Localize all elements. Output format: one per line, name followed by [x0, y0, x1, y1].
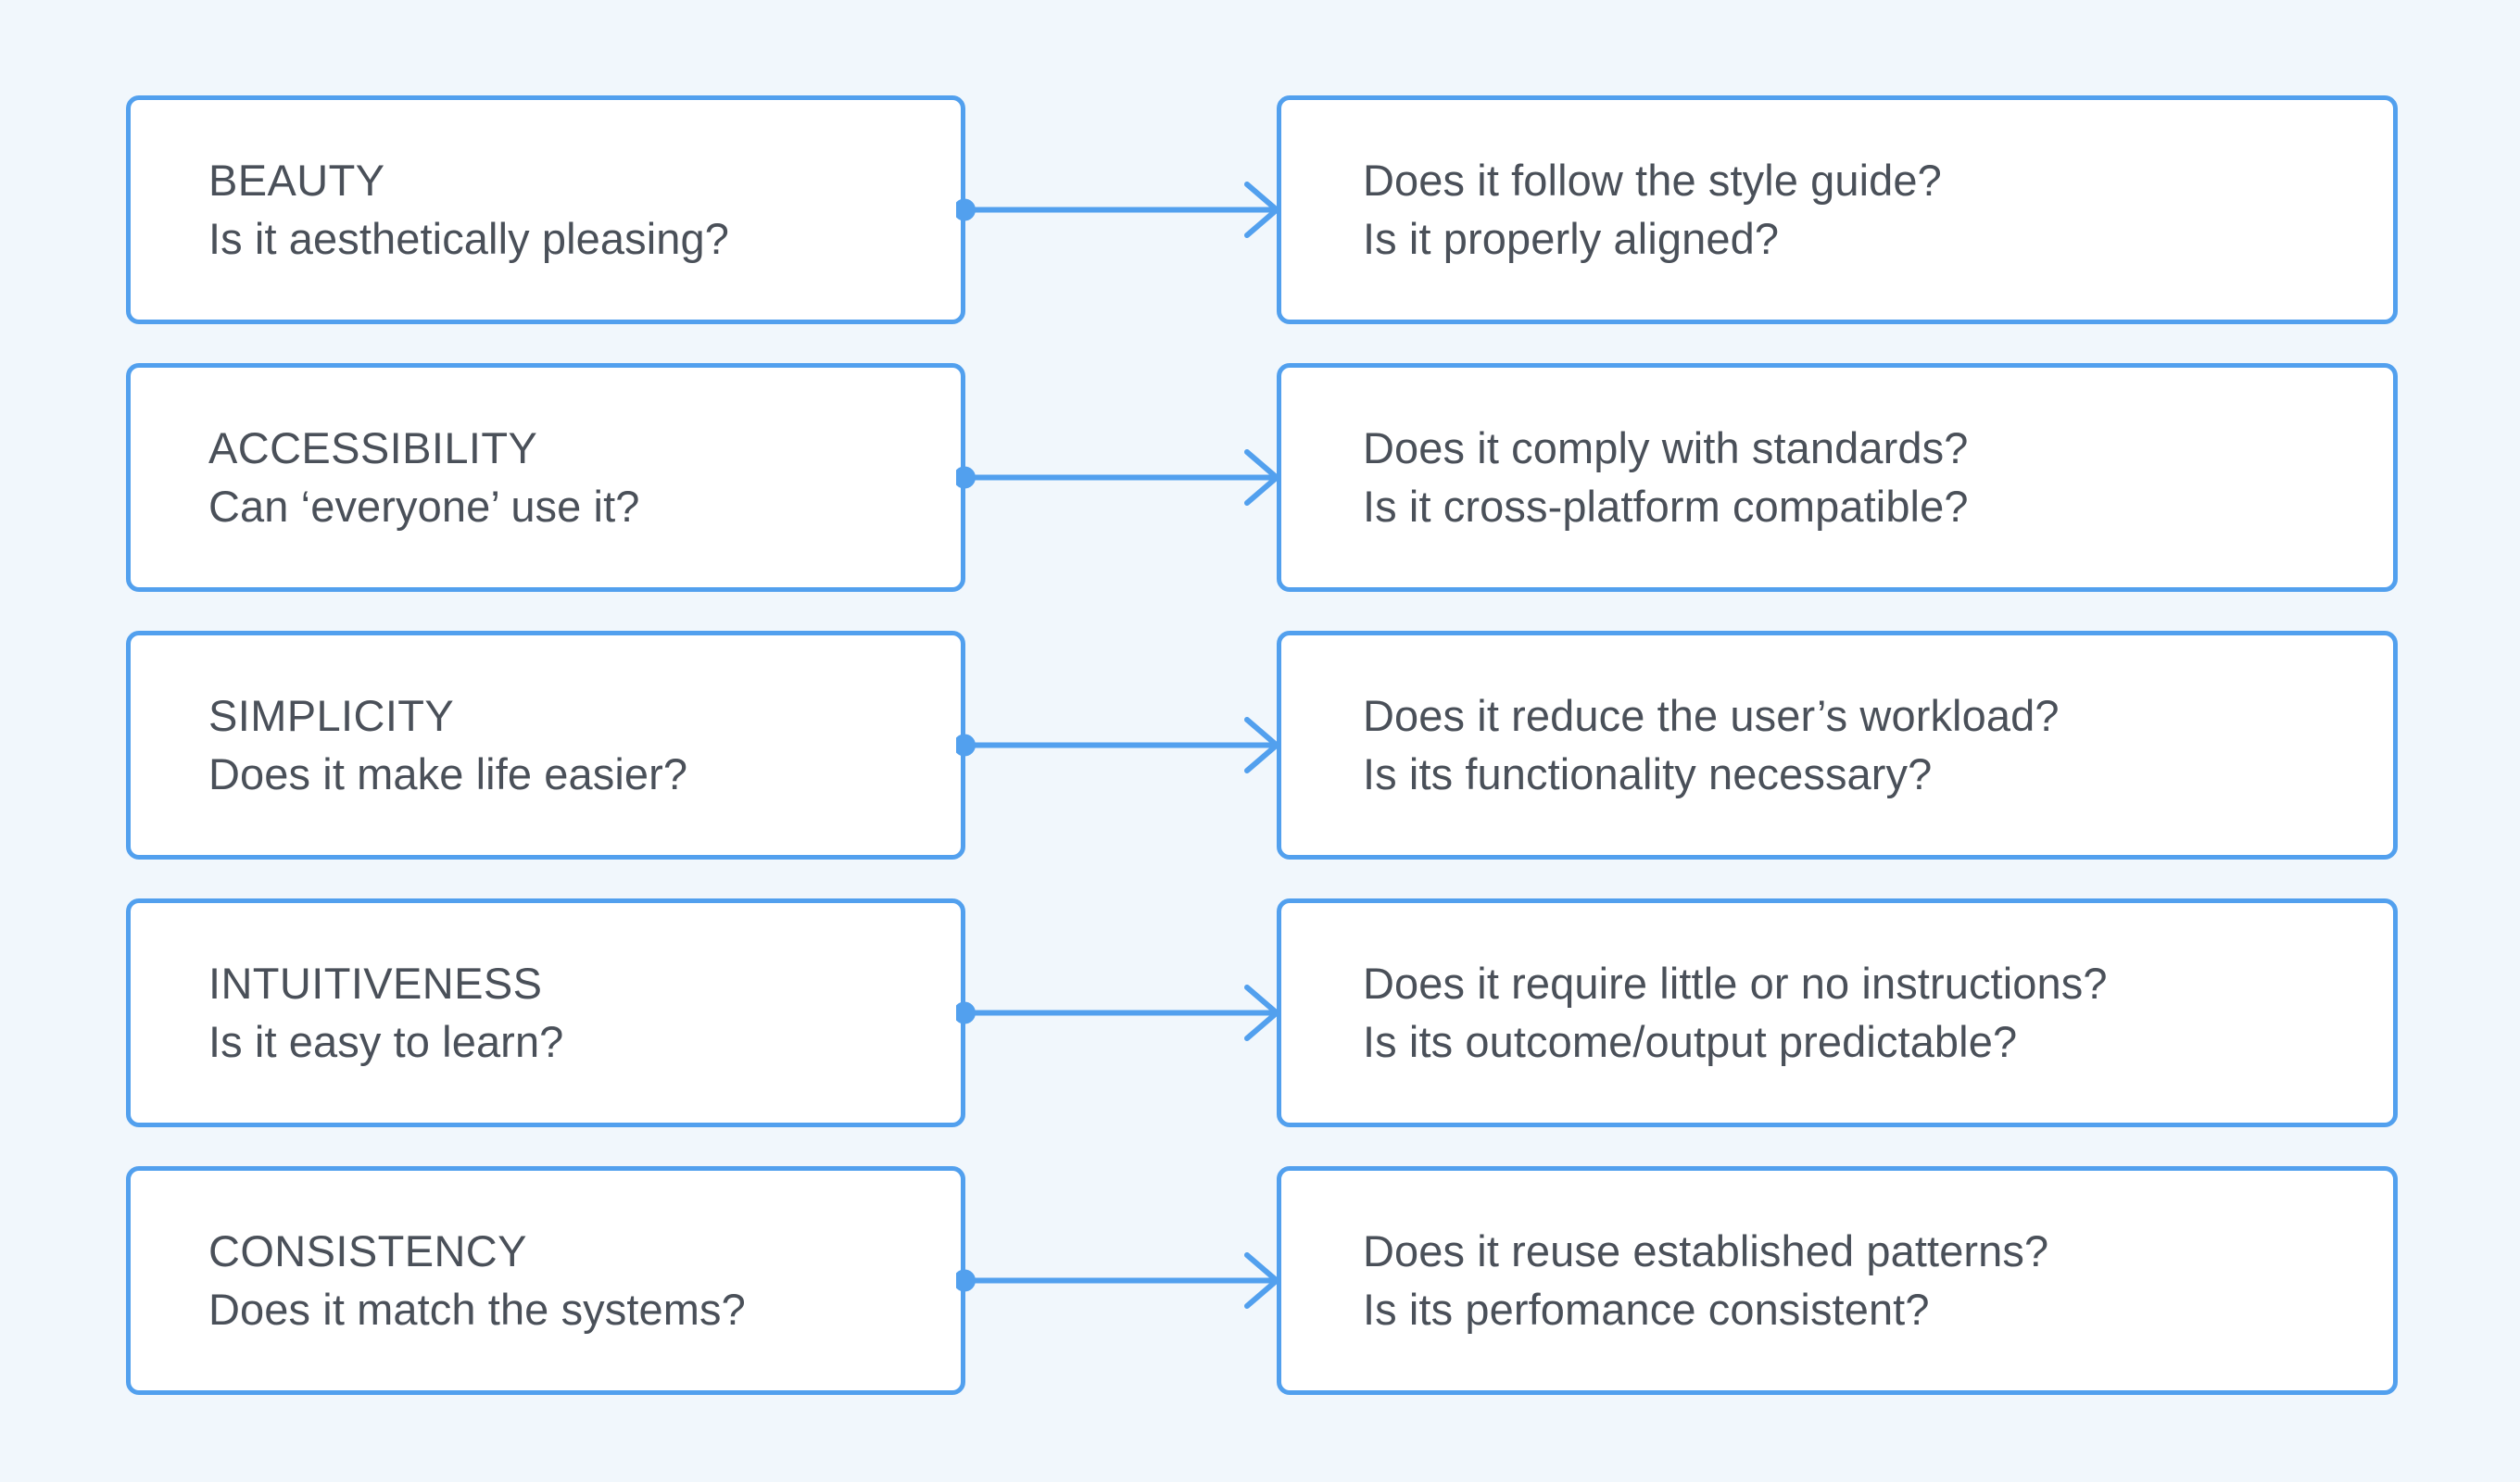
- check-line-1: Does it reuse established patterns?: [1363, 1225, 2049, 1275]
- principle-term: SIMPLICITY: [208, 690, 455, 740]
- principle-question: Does it make life easier?: [208, 748, 688, 798]
- principle-card-intuitiveness[interactable]: INTUITIVENESS Is it easy to learn?: [126, 898, 965, 1127]
- checks-card-body: Does it comply with standards? Is it cro…: [1281, 420, 2393, 536]
- principle-card-body: SIMPLICITY Does it make life easier?: [131, 687, 961, 804]
- diagram-row: ACCESSIBILITY Can ‘everyone’ use it? Doe…: [0, 363, 2520, 592]
- check-line-1: Does it follow the style guide?: [1363, 155, 1942, 205]
- checks-card-body: Does it reuse established patterns? Is i…: [1281, 1223, 2393, 1339]
- connector-arrowhead: [1244, 717, 1279, 773]
- checks-card-body: Does it require little or no instruction…: [1281, 955, 2393, 1072]
- principle-card-accessibility[interactable]: ACCESSIBILITY Can ‘everyone’ use it?: [126, 363, 965, 592]
- diagram-row: INTUITIVENESS Is it easy to learn? Does …: [0, 898, 2520, 1127]
- principle-term: ACCESSIBILITY: [208, 422, 538, 472]
- check-line-1: Does it comply with standards?: [1363, 422, 1969, 472]
- connector-arrow-row-1: [956, 95, 1282, 324]
- diagram-row: SIMPLICITY Does it make life easier? Doe…: [0, 631, 2520, 860]
- check-line-2: Is its functionality necessary?: [1363, 748, 1933, 798]
- principle-question: Is it easy to learn?: [208, 1016, 564, 1066]
- diagram-row: CONSISTENCY Does it match the systems? D…: [0, 1166, 2520, 1395]
- connector-arrow-row-4: [956, 898, 1282, 1127]
- principle-term: INTUITIVENESS: [208, 958, 543, 1008]
- connector-arrowhead: [1244, 182, 1279, 238]
- connector-arrow-row-2: [956, 363, 1282, 592]
- principle-card-body: ACCESSIBILITY Can ‘everyone’ use it?: [131, 420, 961, 536]
- principle-card-body: CONSISTENCY Does it match the systems?: [131, 1223, 961, 1339]
- check-line-1: Does it reduce the user’s workload?: [1363, 690, 2060, 740]
- principle-card-beauty[interactable]: BEAUTY Is it aesthetically pleasing?: [126, 95, 965, 324]
- check-line-2: Is its perfomance consistent?: [1363, 1284, 1930, 1334]
- principle-card-simplicity[interactable]: SIMPLICITY Does it make life easier?: [126, 631, 965, 860]
- check-line-2: Is it properly aligned?: [1363, 213, 1780, 263]
- checks-card-consistency[interactable]: Does it reuse established patterns? Is i…: [1277, 1166, 2398, 1395]
- principle-term: BEAUTY: [208, 155, 385, 205]
- connector-arrowhead: [1244, 985, 1279, 1041]
- principle-card-consistency[interactable]: CONSISTENCY Does it match the systems?: [126, 1166, 965, 1395]
- checks-card-beauty[interactable]: Does it follow the style guide? Is it pr…: [1277, 95, 2398, 324]
- check-line-2: Is its outcome/output predictable?: [1363, 1016, 2018, 1066]
- connector-arrowhead: [1244, 1252, 1279, 1309]
- principle-card-body: INTUITIVENESS Is it easy to learn?: [131, 955, 961, 1072]
- check-line-1: Does it require little or no instruction…: [1363, 958, 2108, 1008]
- checks-card-body: Does it follow the style guide? Is it pr…: [1281, 152, 2393, 269]
- checks-card-body: Does it reduce the user’s workload? Is i…: [1281, 687, 2393, 804]
- checks-card-accessibility[interactable]: Does it comply with standards? Is it cro…: [1277, 363, 2398, 592]
- checks-card-intuitiveness[interactable]: Does it require little or no instruction…: [1277, 898, 2398, 1127]
- principle-term: CONSISTENCY: [208, 1225, 527, 1275]
- principle-card-body: BEAUTY Is it aesthetically pleasing?: [131, 152, 961, 269]
- connector-arrow-row-3: [956, 631, 1282, 860]
- check-line-2: Is it cross-platform compatible?: [1363, 481, 1969, 531]
- principle-question: Can ‘everyone’ use it?: [208, 481, 640, 531]
- connector-arrow-row-5: [956, 1166, 1282, 1395]
- connector-arrowhead: [1244, 449, 1279, 506]
- principle-question: Does it match the systems?: [208, 1284, 746, 1334]
- principle-question: Is it aesthetically pleasing?: [208, 213, 729, 263]
- checks-card-simplicity[interactable]: Does it reduce the user’s workload? Is i…: [1277, 631, 2398, 860]
- diagram-row: BEAUTY Is it aesthetically pleasing? Doe…: [0, 95, 2520, 324]
